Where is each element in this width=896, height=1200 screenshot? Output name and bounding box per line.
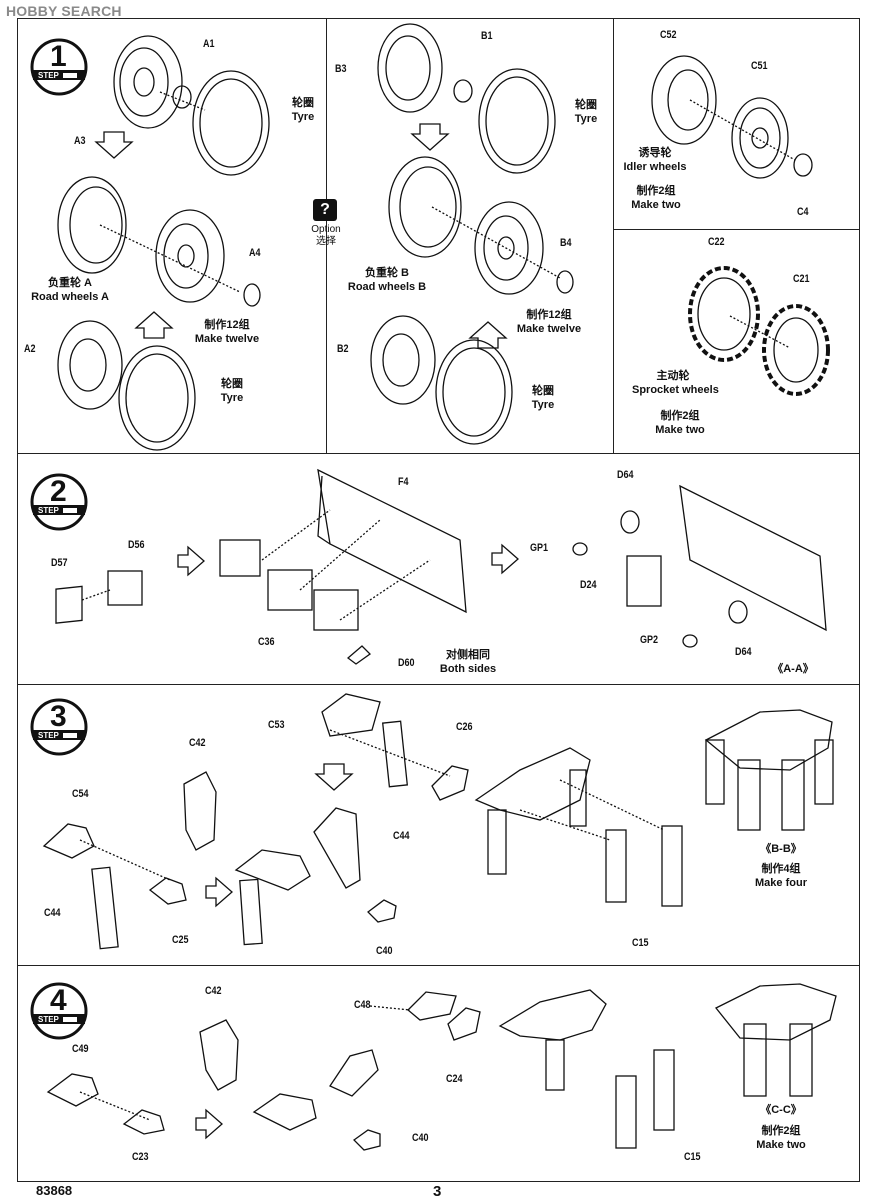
step-number: 2 xyxy=(50,475,67,508)
tank-icon xyxy=(63,1017,77,1022)
part-label: C40 xyxy=(412,1132,429,1144)
part-label: C51 xyxy=(751,60,768,72)
part-label: A4 xyxy=(249,247,261,259)
part-label: C52 xyxy=(660,29,677,41)
part-label: B4 xyxy=(560,237,572,249)
step-badge-4: 4 STEP xyxy=(30,982,88,1040)
step4-panel xyxy=(17,965,860,1182)
part-label: D56 xyxy=(128,539,145,551)
part-label: C15 xyxy=(632,937,649,949)
part-label: D64 xyxy=(735,646,752,658)
step-badge-3: 3 STEP xyxy=(30,698,88,756)
step-badge-icon xyxy=(30,473,88,531)
part-label: C49 xyxy=(72,1043,89,1055)
tank-icon xyxy=(63,733,77,738)
view-label: 《B-B》 xyxy=(760,843,802,855)
part-label: A3 xyxy=(74,135,86,147)
part-label: C23 xyxy=(132,1151,149,1163)
step-badge-2: 2 STEP xyxy=(30,473,88,531)
step-badge-icon xyxy=(30,698,88,756)
step-badge-1: 1 STEP xyxy=(30,38,88,96)
part-label: D24 xyxy=(580,579,597,591)
part-label: C21 xyxy=(793,273,810,285)
view-label: 《A-A》 xyxy=(772,663,814,675)
part-label: C4 xyxy=(797,206,809,218)
part-label: C22 xyxy=(708,236,725,248)
part-label: C53 xyxy=(268,719,285,731)
product-code: 83868 xyxy=(36,1183,73,1198)
step-label: STEP xyxy=(38,506,59,515)
part-label: D57 xyxy=(51,557,68,569)
part-label: B1 xyxy=(481,30,493,42)
part-label: C42 xyxy=(205,985,222,997)
watermark: HOBBY SEARCH xyxy=(6,3,122,19)
page-number: 3 xyxy=(433,1183,442,1200)
part-label: C40 xyxy=(376,945,393,957)
part-label: GP1 xyxy=(530,542,549,554)
part-label: C15 xyxy=(684,1151,701,1163)
part-label: C54 xyxy=(72,788,89,800)
part-label: F4 xyxy=(398,476,409,488)
step-number: 3 xyxy=(50,700,67,733)
step-badge-icon xyxy=(30,982,88,1040)
part-label: C44 xyxy=(393,830,410,842)
step-label: STEP xyxy=(38,731,59,740)
option-icon: ? xyxy=(313,199,337,221)
part-label: C42 xyxy=(189,737,206,749)
view-label: 《C-C》 xyxy=(760,1104,802,1116)
part-label: A1 xyxy=(203,38,215,50)
part-label: GP2 xyxy=(640,634,659,646)
tank-icon xyxy=(63,508,77,513)
step-number: 4 xyxy=(50,984,67,1017)
part-label: D64 xyxy=(617,469,634,481)
step-badge-icon xyxy=(30,38,88,96)
part-label: C48 xyxy=(354,999,371,1011)
part-label: C36 xyxy=(258,636,275,648)
step-label: STEP xyxy=(38,1015,59,1024)
tank-icon xyxy=(63,73,77,78)
part-label: C44 xyxy=(44,907,61,919)
part-label: C25 xyxy=(172,934,189,946)
step-label: STEP xyxy=(38,71,59,80)
part-label: B3 xyxy=(335,63,347,75)
part-label: D60 xyxy=(398,657,415,669)
step-number: 1 xyxy=(50,40,67,73)
part-label: C26 xyxy=(456,721,473,733)
part-label: C24 xyxy=(446,1073,463,1085)
part-label: B2 xyxy=(337,343,349,355)
part-label: A2 xyxy=(24,343,36,355)
